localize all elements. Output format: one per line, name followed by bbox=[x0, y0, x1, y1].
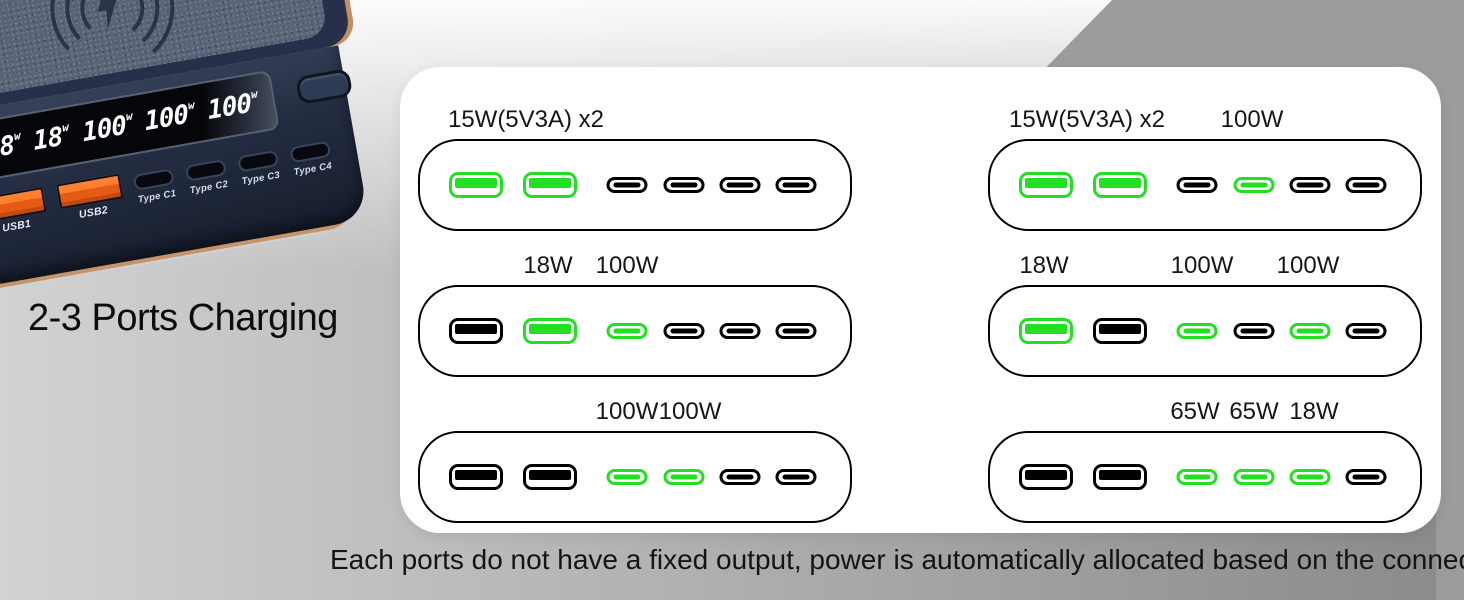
port-label: USB1 bbox=[1, 217, 33, 235]
wattage-labels: 18W 100W 100W bbox=[988, 252, 1422, 285]
page-title: 2-3 Ports Charging bbox=[28, 297, 338, 339]
product-image: 18w 18w 100w 100w 100w USB1 USB2 Type C1… bbox=[0, 0, 382, 290]
usb-c-port bbox=[1289, 177, 1331, 193]
wattage-label: 100W bbox=[658, 398, 722, 425]
display-reading: 100w bbox=[143, 98, 196, 138]
usb-a-port bbox=[1019, 172, 1073, 198]
display-reading: 100w bbox=[80, 109, 133, 149]
usb-c-socket bbox=[290, 142, 329, 161]
wattage-label: 100W bbox=[595, 252, 659, 279]
charging-scenario: 100W 100W bbox=[418, 398, 852, 523]
wattage-labels: 15W(5V3A) x2 100W bbox=[988, 106, 1422, 139]
usb-c-port bbox=[1233, 177, 1275, 193]
usb-a-port bbox=[523, 464, 577, 490]
usb-c-port bbox=[606, 469, 648, 485]
port-label: USB2 bbox=[78, 204, 109, 221]
device-usb-a-port: USB1 bbox=[0, 187, 49, 237]
display-reading: 18w bbox=[32, 120, 70, 157]
power-button bbox=[295, 68, 354, 106]
wattage-label: 65W bbox=[1229, 398, 1279, 425]
usb-c-socket bbox=[239, 151, 277, 170]
ports-capsule bbox=[988, 285, 1422, 377]
usb-a-port bbox=[1093, 172, 1147, 198]
usb-c-port bbox=[719, 323, 761, 339]
wattage-labels: 15W(5V3A) x2 bbox=[418, 106, 852, 139]
usb-c-socket bbox=[135, 169, 173, 189]
usb-c-port bbox=[1345, 469, 1387, 485]
wattage-label: 100W bbox=[1170, 252, 1234, 279]
ports-capsule bbox=[988, 431, 1422, 523]
usb-c-port bbox=[606, 177, 648, 193]
usb-c-port bbox=[1289, 469, 1331, 485]
footer-caption: Each ports do not have a fixed output, p… bbox=[330, 544, 1464, 575]
device-usb-a-port: USB2 bbox=[56, 173, 126, 224]
usb-a-socket bbox=[0, 187, 47, 223]
usb-a-socket bbox=[56, 173, 124, 210]
usb-c-port bbox=[663, 323, 705, 339]
device-usb-c-port: Type C3 bbox=[238, 151, 281, 187]
usb-a-port bbox=[1019, 464, 1073, 490]
usb-a-port bbox=[449, 464, 503, 490]
scenarios-grid: 15W(5V3A) x2 15W(5V3A) x2 100W bbox=[418, 106, 1422, 523]
usb-c-port bbox=[1233, 469, 1275, 485]
charging-scenario: 65W 65W 18W bbox=[988, 398, 1422, 523]
usb-c-port bbox=[606, 323, 648, 339]
usb-a-port bbox=[449, 318, 503, 344]
wireless-charging-icon bbox=[10, 0, 205, 73]
usb-c-port bbox=[775, 177, 817, 193]
usb-a-port bbox=[523, 318, 577, 344]
charging-scenario: 18W 100W 100W bbox=[988, 252, 1422, 377]
usb-c-port bbox=[719, 177, 761, 193]
wattage-label: 100W bbox=[1276, 252, 1340, 279]
display-reading: 18w bbox=[0, 129, 22, 166]
usb-c-port bbox=[719, 469, 761, 485]
charging-scenario: 18W 100W bbox=[418, 252, 852, 377]
device-usb-c-port: Type C1 bbox=[134, 169, 178, 206]
wattage-labels: 100W 100W bbox=[418, 398, 852, 431]
wattage-label: 65W bbox=[1170, 398, 1220, 425]
usb-c-port bbox=[1176, 469, 1218, 485]
usb-c-port bbox=[1176, 177, 1218, 193]
ports-capsule bbox=[988, 139, 1422, 231]
wattage-label: 18W bbox=[1019, 252, 1069, 279]
wattage-label: 100W bbox=[595, 398, 659, 425]
usb-a-port bbox=[1093, 464, 1147, 490]
port-label: Type C4 bbox=[292, 160, 333, 178]
display-reading: 100w bbox=[206, 87, 259, 127]
usb-a-port bbox=[449, 172, 503, 198]
wattage-label: 18W bbox=[1289, 398, 1339, 425]
charging-scenario: 15W(5V3A) x2 bbox=[418, 106, 852, 231]
wireless-arc bbox=[48, 0, 177, 73]
port-label: Type C3 bbox=[240, 169, 281, 187]
wattage-label: 15W(5V3A) x2 bbox=[447, 106, 605, 133]
wattage-label: 15W(5V3A) x2 bbox=[1008, 106, 1166, 133]
ports-capsule bbox=[418, 285, 852, 377]
usb-c-port bbox=[1233, 323, 1275, 339]
usb-a-port bbox=[523, 172, 577, 198]
usb-c-port bbox=[1289, 323, 1331, 339]
usb-a-port bbox=[1093, 318, 1147, 344]
usb-c-port bbox=[775, 469, 817, 485]
usb-c-port bbox=[775, 323, 817, 339]
wattage-label: 18W bbox=[523, 252, 573, 279]
usb-c-port bbox=[1345, 323, 1387, 339]
ports-capsule bbox=[418, 139, 852, 231]
port-label: Type C1 bbox=[136, 187, 178, 206]
device-usb-c-port: Type C2 bbox=[186, 160, 229, 196]
charging-scenarios-panel: 15W(5V3A) x2 15W(5V3A) x2 100W bbox=[400, 67, 1441, 533]
usb-a-port bbox=[1019, 318, 1073, 344]
wattage-labels: 18W 100W bbox=[418, 252, 852, 285]
ports-capsule bbox=[418, 431, 852, 523]
usb-c-socket bbox=[187, 160, 225, 179]
port-label: Type C2 bbox=[188, 178, 229, 196]
usb-c-port bbox=[663, 469, 705, 485]
wattage-labels: 65W 65W 18W bbox=[988, 398, 1422, 431]
charging-scenario: 15W(5V3A) x2 100W bbox=[988, 106, 1422, 231]
device-usb-c-port: Type C4 bbox=[290, 142, 333, 178]
usb-c-port bbox=[663, 177, 705, 193]
wattage-label: 100W bbox=[1220, 106, 1284, 133]
usb-c-port bbox=[1345, 177, 1387, 193]
usb-c-port bbox=[1176, 323, 1218, 339]
